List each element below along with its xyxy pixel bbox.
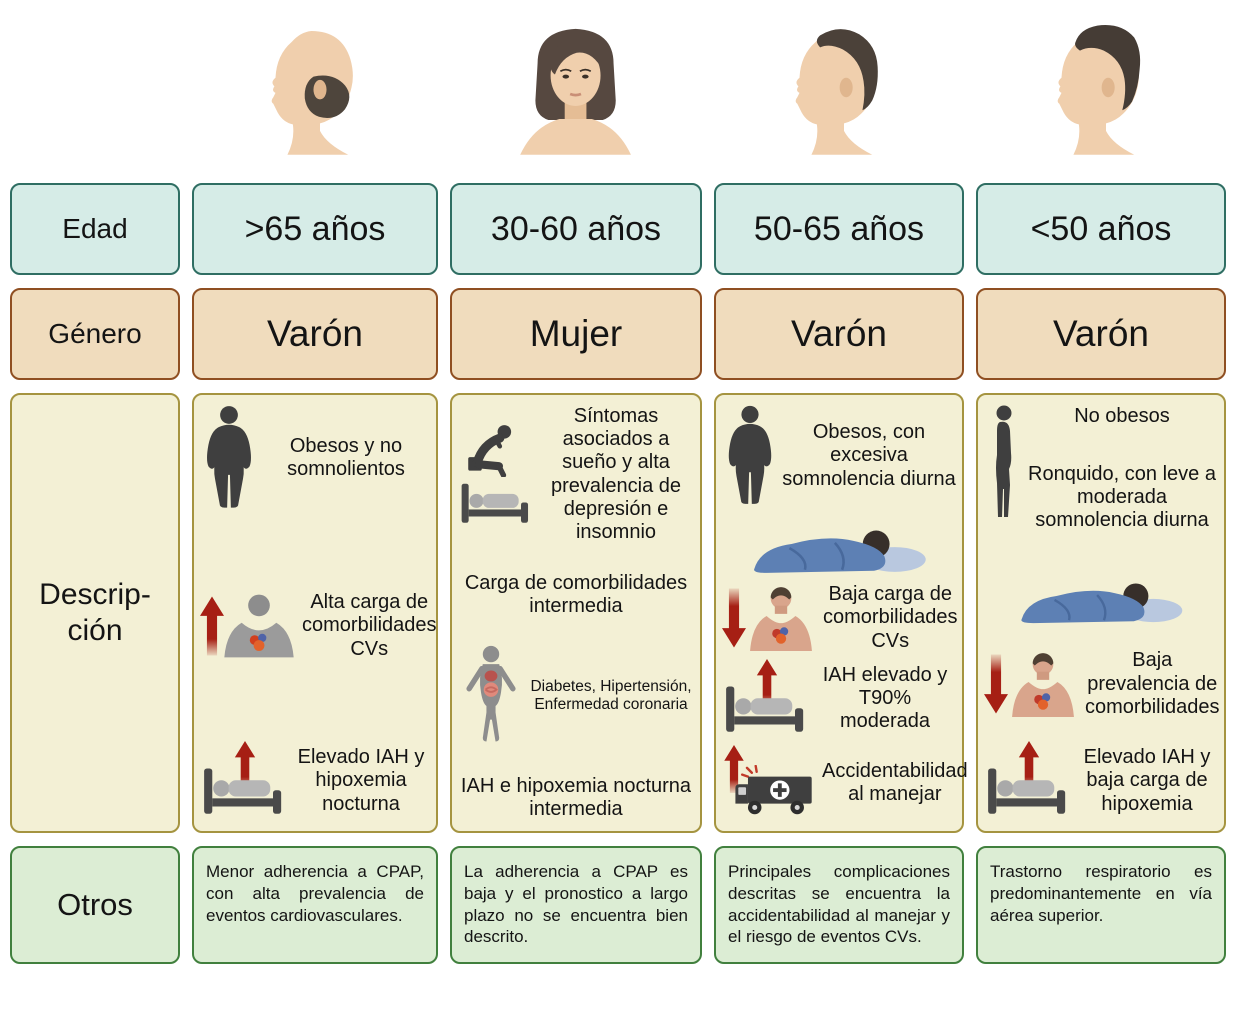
others-col4: Trastorno respiratorio es predominanteme… [976, 846, 1226, 964]
description-text: Síntomas asociados a sueño y alta preval… [550, 405, 682, 543]
age-value: <50 años [976, 183, 1226, 275]
ambulance-up-arrow-icon [722, 745, 818, 821]
gender-value: Mujer [450, 288, 702, 380]
insomnia-person-bed-icon [458, 421, 534, 529]
gender-value: Varón [976, 288, 1226, 380]
phenotype-table: Edad >65 años 30-60 años 50-65 años <50 … [10, 0, 1226, 964]
description-col1: Obesos y no somnolientos Alta carga de c… [192, 393, 438, 833]
gender-value: Varón [192, 288, 438, 380]
description-text: Diabetes, Hipertensión, Enfermedad coron… [530, 677, 692, 714]
others-col3: Principales complicaciones descritas se … [714, 846, 964, 964]
middle-aged-man-profile-icon [714, 6, 964, 170]
description-text: Accidentabilidad al manejar [822, 759, 968, 805]
female-body-organs-icon [458, 645, 524, 747]
bed-up-arrow-icon [200, 741, 288, 821]
description-text: Alta carga de comorbilidades CVs [302, 591, 437, 660]
row-label-age: Edad [10, 183, 180, 275]
description-text: Ronquido, con leve a moderada somnolenci… [1028, 462, 1216, 532]
description-text: Obesos y no somnolientos [287, 434, 405, 480]
others-text: Trastorno respiratorio es predominanteme… [990, 862, 1212, 925]
description-text: No obesos [1074, 405, 1170, 427]
young-man-profile-icon [976, 6, 1226, 170]
description-col2: Síntomas asociados a sueño y alta preval… [450, 393, 702, 833]
down-arrow-torso-heart-icon [984, 651, 1081, 717]
sleeping-person-icon [1006, 567, 1196, 627]
thin-person-icon [984, 405, 1026, 545]
bed-up-arrow-icon [984, 741, 1072, 821]
description-text: Obesos, con excesiva somnolencia diurna [782, 421, 956, 490]
others-text: Principales complicaciones descritas se … [728, 862, 950, 947]
older-balding-man-profile-icon [192, 6, 438, 170]
description-col3: Obesos, con excesiva somnolencia diurna … [714, 393, 968, 833]
description-text: Baja prevalencia de comorbilidades [1085, 649, 1220, 718]
gender-value: Varón [714, 288, 964, 380]
age-value: >65 años [192, 183, 438, 275]
obese-person-icon [200, 405, 258, 511]
others-col2: La adherencia a CPAP es baja y el pronos… [450, 846, 702, 964]
description-text: Elevado IAH y hipoxemia nocturna [297, 746, 425, 815]
description-text: Baja carga de comorbilidades CVs [823, 583, 958, 652]
age-value: 50-65 años [714, 183, 964, 275]
row-label-others: Otros [10, 846, 180, 964]
row-label-description: Descrip- ción [10, 393, 180, 833]
others-col1: Menor adherencia a CPAP, con alta preval… [192, 846, 438, 964]
obese-person-icon [722, 405, 778, 507]
description-text: Elevado IAH y baja carga de hipoxemia [1083, 746, 1211, 815]
sleeping-person-icon [739, 513, 939, 577]
row-label-gender: Género [10, 288, 180, 380]
description-text: Carga de comorbilidades intermedia [464, 571, 688, 617]
down-arrow-torso-heart-icon [722, 585, 819, 651]
description-text: IAH elevado y T90% moderada [822, 664, 948, 733]
age-value: 30-60 años [450, 183, 702, 275]
others-text: La adherencia a CPAP es baja y el pronos… [464, 862, 688, 947]
description-col4: No obesos Ronquido, con leve a moderada … [976, 393, 1226, 833]
others-text: Menor adherencia a CPAP, con alta preval… [206, 862, 424, 925]
up-arrow-torso-heart-icon [200, 594, 298, 658]
description-text: IAH e hipoxemia nocturna intermedia [460, 774, 692, 820]
bed-up-arrow-icon [722, 659, 810, 739]
woman-front-face-icon [450, 6, 702, 170]
